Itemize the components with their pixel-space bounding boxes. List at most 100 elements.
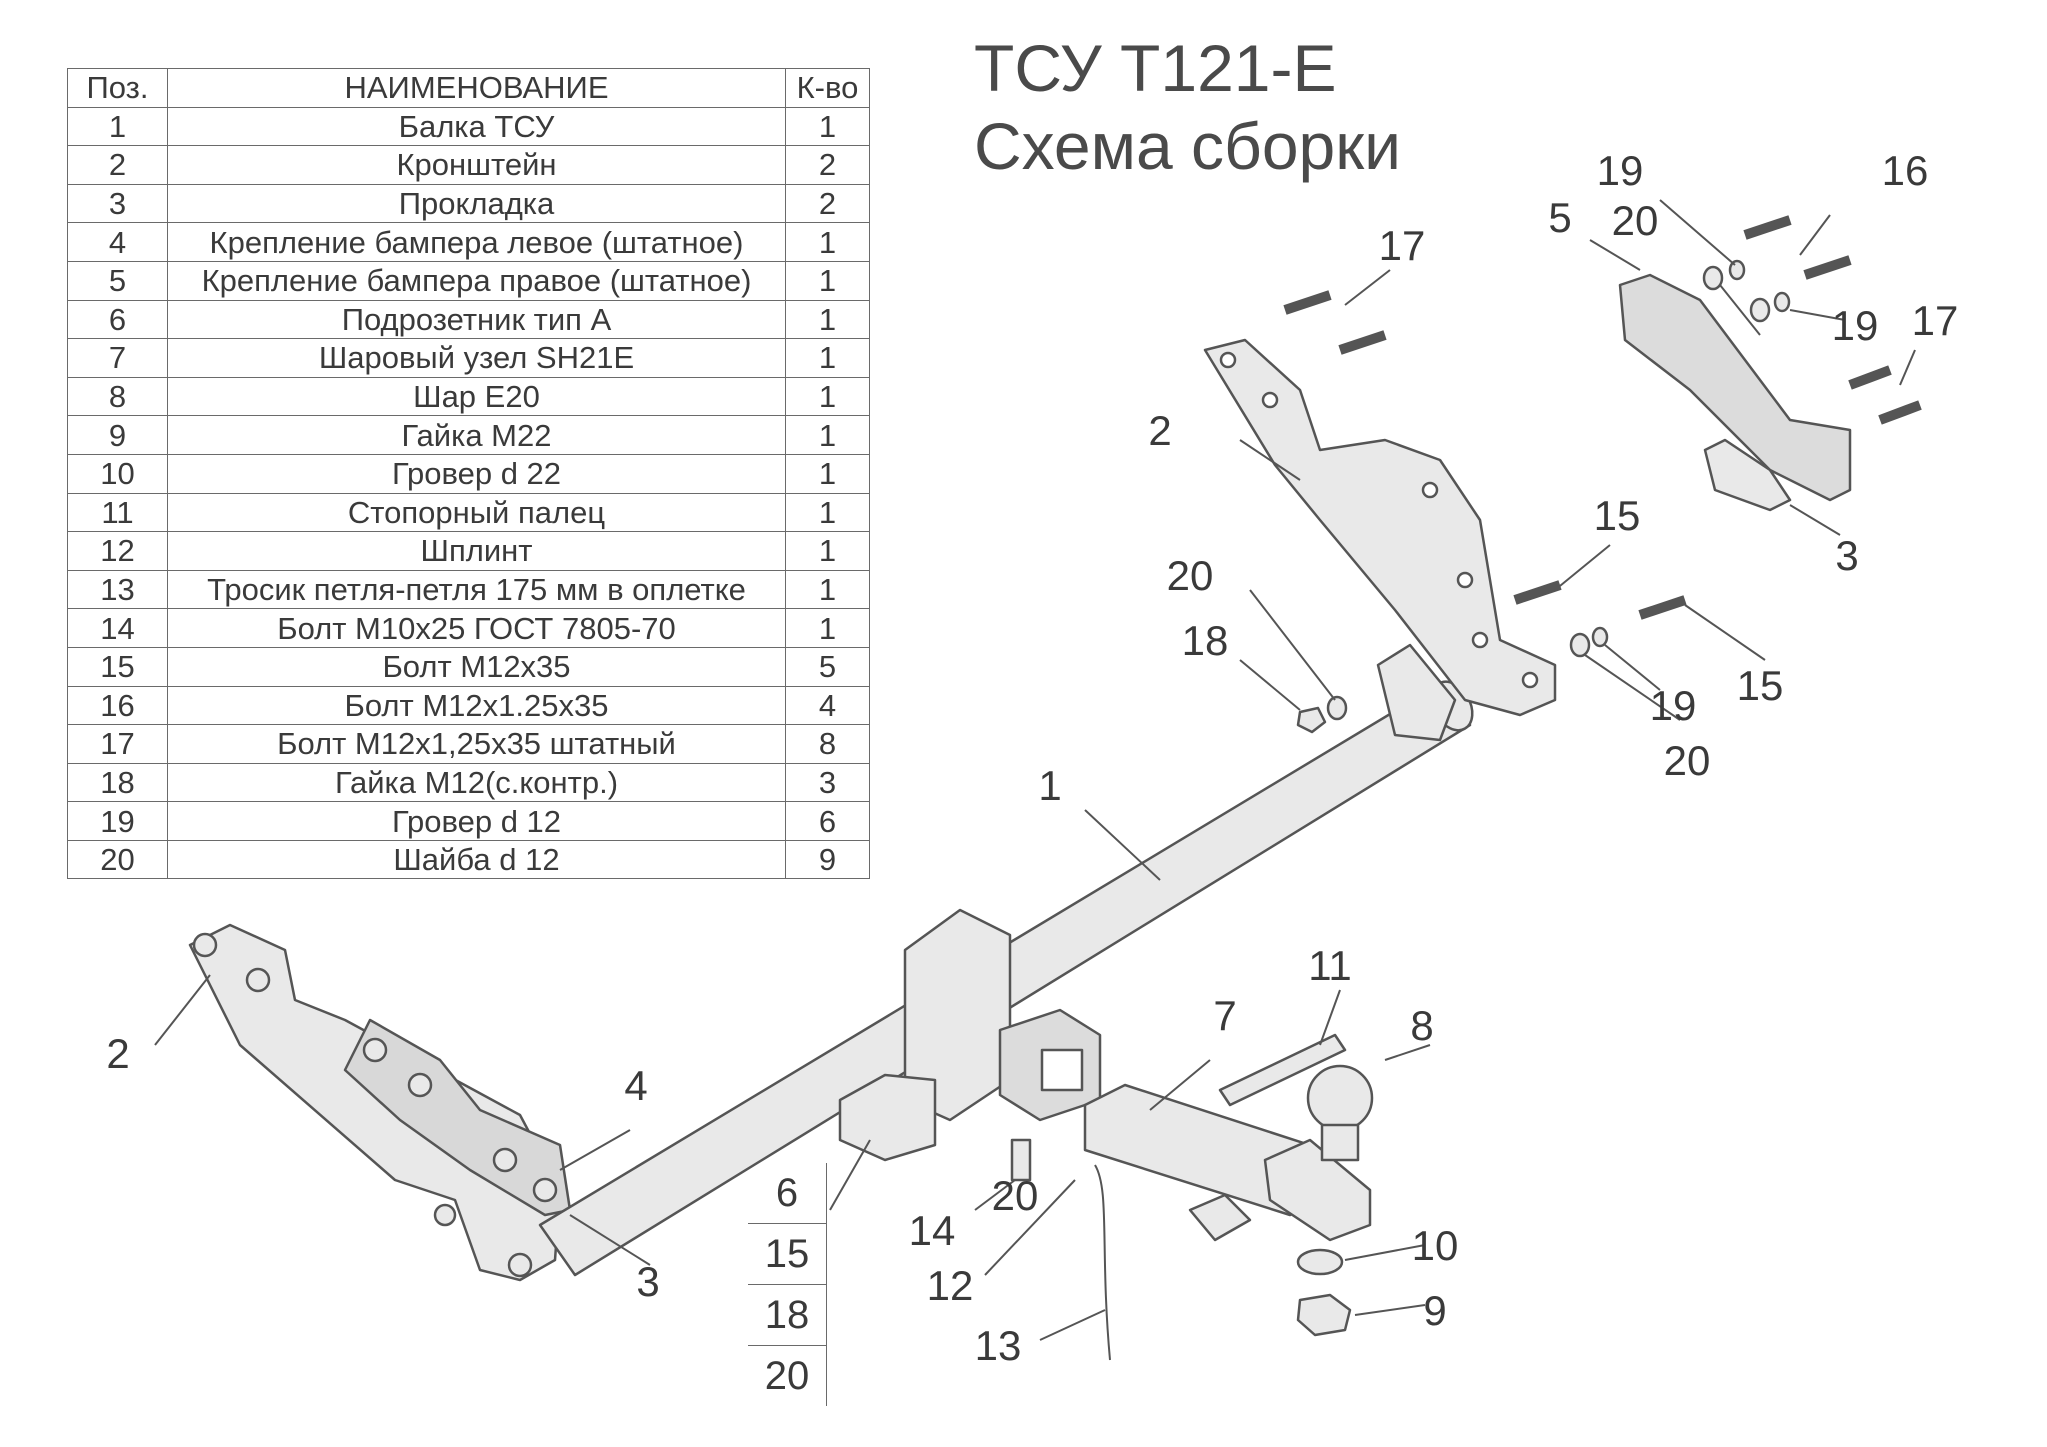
cell-pos: 14 xyxy=(67,608,168,648)
cell-qty: 3 xyxy=(785,762,870,803)
leader-line xyxy=(1719,284,1761,336)
cell-name: Гайка М22 xyxy=(167,415,786,455)
receiver-opening xyxy=(1040,1048,1084,1092)
callout-label: 14 xyxy=(909,1207,956,1254)
ball-mount-plate xyxy=(1263,1138,1372,1242)
ball-mount-tab xyxy=(1188,1193,1252,1242)
kit-item: 20 xyxy=(748,1345,827,1406)
cell-name: Тросик петля-петля 175 мм в оплетке xyxy=(167,569,786,610)
cell-name: Крепление бампера левое (штатное) xyxy=(167,222,786,262)
leader-line xyxy=(984,1179,1076,1276)
washer-20 xyxy=(1326,695,1348,721)
callout-label: 16 xyxy=(1882,147,1929,194)
callout-label: 3 xyxy=(1835,532,1858,579)
nut-18 xyxy=(1296,706,1327,734)
kit-item: 15 xyxy=(748,1223,827,1285)
bracket-hole xyxy=(1219,351,1237,369)
bolt-15 xyxy=(1638,595,1687,620)
leader-line xyxy=(1604,644,1661,691)
cable-loop xyxy=(1094,1164,1111,1361)
callout-label: 8 xyxy=(1410,1002,1433,1049)
callout-label: 19 xyxy=(1597,147,1644,194)
cell-qty: 1 xyxy=(785,106,870,147)
cell-name: Шаровый узел SH21E xyxy=(167,338,786,378)
cell-pos: 4 xyxy=(67,222,168,262)
washer-19 xyxy=(1591,626,1609,648)
lock-washer xyxy=(1296,1248,1344,1276)
leader-line xyxy=(1239,439,1301,481)
callout-label: 15 xyxy=(1737,662,1784,709)
callout-label: 13 xyxy=(975,1322,1022,1369)
right-spacer xyxy=(1703,438,1792,512)
leader-line xyxy=(1589,239,1641,271)
callout-label: 11 xyxy=(1308,942,1352,989)
leader-line xyxy=(1084,809,1161,881)
leader-line xyxy=(569,1214,651,1266)
cell-qty: 5 xyxy=(785,646,870,687)
callout-label: 20 xyxy=(992,1172,1039,1219)
leader-line xyxy=(1554,544,1611,591)
cell-name: Крепление бампера правое (штатное) xyxy=(167,260,786,301)
right-bumper-mount xyxy=(1618,273,1852,502)
callout-label: 1 xyxy=(1038,762,1061,809)
leader-line xyxy=(829,1139,871,1211)
leader-line xyxy=(1344,269,1391,306)
socket-bracket xyxy=(838,1073,937,1162)
bolt-head xyxy=(507,1252,533,1278)
kit-row: 15 xyxy=(748,1223,827,1285)
leader-line xyxy=(1789,309,1846,321)
callout-label: 9 xyxy=(1423,1287,1446,1334)
cell-name: Кронштейн xyxy=(167,145,786,185)
cell-qty: 4 xyxy=(785,685,870,726)
cell-name: Гровер d 12 xyxy=(167,801,786,841)
callout-label: 20 xyxy=(1167,552,1214,599)
bolt-17 xyxy=(1338,330,1387,355)
bolt-head xyxy=(407,1072,433,1098)
leader-line xyxy=(559,1129,631,1171)
cell-qty: 8 xyxy=(785,724,870,764)
cell-name: Болт М12х1.25х35 xyxy=(167,685,786,726)
parts-table-header: Поз. НАИМЕНОВАНИЕ К-во xyxy=(67,68,870,108)
diagram-title: ТСУ Т121-Е xyxy=(974,31,1337,105)
leader-line xyxy=(1584,654,1681,721)
bolt-16 xyxy=(1743,215,1792,240)
callout-label: 19 xyxy=(1650,682,1697,729)
header-qty: К-во xyxy=(785,68,870,108)
bolt-head xyxy=(245,967,271,993)
leader-line xyxy=(1659,199,1736,266)
cell-pos: 11 xyxy=(67,492,168,533)
bracket-hole xyxy=(1471,631,1489,649)
callout-label: 10 xyxy=(1412,1222,1459,1269)
cell-qty: 1 xyxy=(785,492,870,533)
callout-label: 2 xyxy=(1148,407,1171,454)
bolt-16 xyxy=(1803,255,1852,280)
kit-row: 20 xyxy=(748,1345,827,1406)
cell-pos: 17 xyxy=(67,724,168,764)
diagram-subtitle: Схема сборки xyxy=(974,109,1402,183)
cell-pos: 5 xyxy=(67,260,168,301)
bracket-hole xyxy=(1521,671,1539,689)
cell-name: Шар Е20 xyxy=(167,376,786,417)
washer-20 xyxy=(1569,632,1591,658)
callout-label: 17 xyxy=(1379,222,1426,269)
cell-name: Гайка М12(с.контр.) xyxy=(167,762,786,803)
callout-label: 5 xyxy=(1548,194,1571,241)
leader-line xyxy=(1354,1304,1426,1316)
beam-end-plate xyxy=(1376,643,1457,742)
kit-row: 18 xyxy=(748,1284,827,1346)
cell-qty: 1 xyxy=(785,338,870,378)
leader-line xyxy=(1249,589,1336,701)
washer-19 xyxy=(1728,259,1746,281)
bolt-head xyxy=(192,932,218,958)
